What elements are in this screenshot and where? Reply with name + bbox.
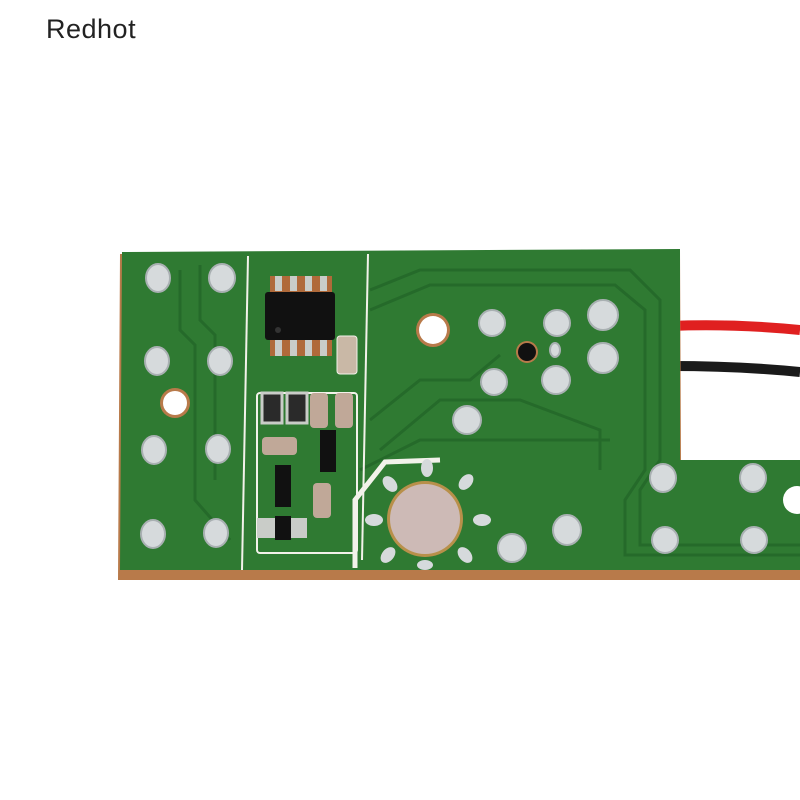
brand-watermark: Redhot [46,14,137,44]
button-contact [365,459,491,570]
silkscreen-lines [241,253,441,571]
smd-components [257,335,358,540]
red-wire [669,320,800,335]
black-wire [669,361,800,377]
copper-traces [178,265,800,557]
ic-chip [265,276,335,356]
mounting-holes [160,313,800,514]
solder-joints [140,263,768,563]
